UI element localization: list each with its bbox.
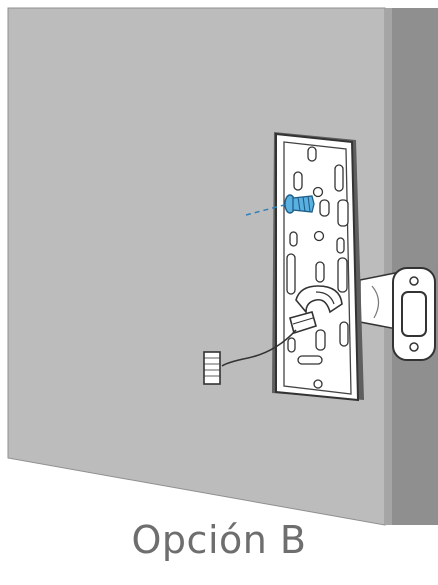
slot [338, 200, 348, 226]
slot [316, 262, 324, 282]
option-caption: Opción B [0, 518, 438, 562]
cable-connector [204, 352, 220, 384]
slot [335, 165, 343, 191]
slot [337, 238, 344, 253]
slot [290, 232, 297, 246]
slot [287, 254, 295, 294]
mounting-plate [276, 134, 358, 400]
cable-plug [204, 352, 220, 384]
door-edge [385, 8, 438, 525]
slot [308, 147, 316, 161]
slot [316, 330, 325, 350]
latch-screw-top [410, 277, 418, 285]
slot [320, 200, 329, 216]
hole [315, 232, 324, 241]
hole [314, 380, 322, 388]
latch-screw-bottom [410, 343, 418, 351]
latch-bolt [402, 292, 426, 336]
slot [338, 258, 347, 292]
slot [288, 338, 295, 352]
hole [314, 188, 323, 197]
slot [298, 356, 322, 364]
door-edge-highlight [385, 8, 392, 525]
slot [294, 172, 302, 190]
slot [340, 322, 348, 346]
